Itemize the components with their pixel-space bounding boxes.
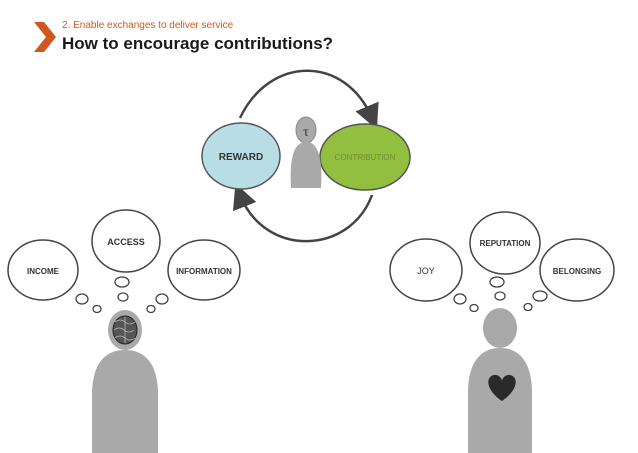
brain-icon — [112, 315, 138, 345]
information-label: INFORMATION — [176, 267, 232, 276]
section-subtitle: 2. Enable exchanges to deliver service — [62, 20, 234, 31]
belonging-label: BELONGING — [553, 267, 601, 276]
svg-text:τ: τ — [303, 125, 309, 140]
person-brain-figure — [92, 310, 158, 453]
income-label: INCOME — [27, 267, 60, 276]
page-title: How to encourage contributions? — [62, 34, 334, 53]
thought-bubble — [91, 209, 161, 273]
heart-icon — [488, 374, 516, 401]
contribution-label: CONTRIBUTION — [335, 153, 396, 162]
cycle-arrow-icon — [233, 183, 374, 243]
thought-bubble — [389, 238, 463, 302]
thought-bubble — [167, 239, 241, 301]
reward-node — [201, 122, 281, 190]
thought-bubble — [539, 238, 615, 302]
reputation-label: REPUTATION — [480, 239, 531, 248]
person-icon: τ — [290, 116, 322, 188]
chevron-icon — [34, 22, 56, 52]
person-heart-figure — [468, 308, 532, 453]
cycle-arrow-icon — [238, 69, 379, 130]
reward-label: REWARD — [219, 152, 263, 163]
thought-bubble — [7, 239, 79, 301]
thought-bubble — [469, 211, 541, 275]
access-label: ACCESS — [107, 237, 145, 247]
contribution-node — [319, 123, 411, 191]
joy-label: JOY — [417, 266, 435, 276]
